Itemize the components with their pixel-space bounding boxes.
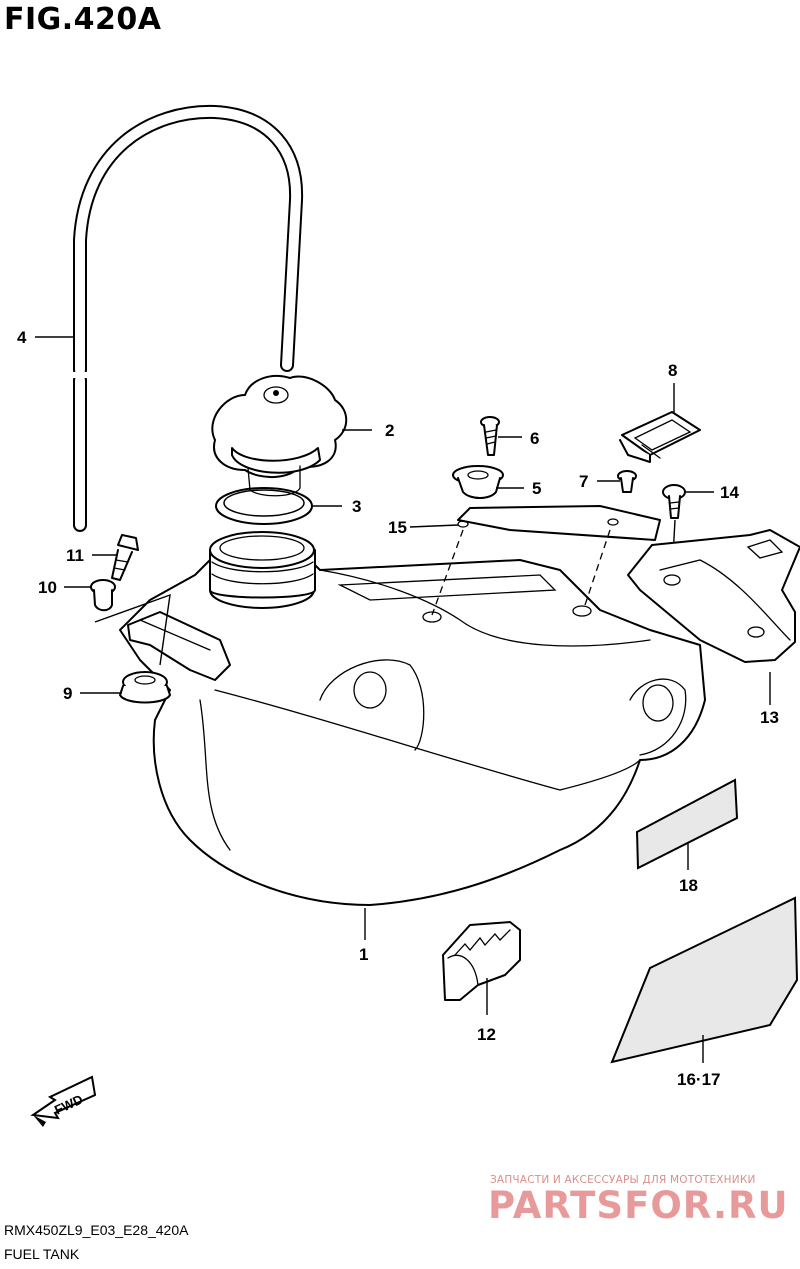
forward-direction-badge: FWD — [30, 1075, 97, 1127]
bolt-part-11[interactable] — [111, 534, 139, 581]
callout-3: 3 — [352, 497, 361, 516]
plate-part-15[interactable] — [457, 505, 661, 541]
callout-14: 14 — [720, 483, 739, 502]
pad-part-16-17[interactable] — [610, 896, 799, 1064]
screw-part-6[interactable] — [480, 416, 500, 456]
fuel-cap-part-2[interactable] — [211, 375, 348, 497]
assembly-line-15-right — [584, 529, 611, 606]
callout-6: 6 — [530, 429, 539, 448]
collar-part-10[interactable] — [90, 579, 116, 612]
figure-title: FIG.420A — [4, 2, 162, 37]
breather-hose-part-4[interactable] — [70, 104, 304, 532]
assembly-line-10 — [94, 593, 171, 666]
mount-hole-right — [572, 605, 592, 617]
callout-5: 5 — [532, 479, 541, 498]
watermark-tagline: ЗАПЧАСТИ И АКСЕССУАРЫ ДЛЯ МОТОТЕХНИКИ — [490, 1174, 756, 1186]
damper-part-12[interactable] — [442, 921, 521, 1001]
label-part-18[interactable] — [635, 778, 739, 870]
callout-4: 4 — [17, 328, 27, 347]
leader-15 — [409, 524, 459, 528]
strap-clip-part-8[interactable] — [619, 411, 701, 463]
callout-13: 13 — [760, 708, 779, 727]
o-ring-part-3[interactable] — [215, 487, 313, 525]
callout-16-17: 16·17 — [677, 1070, 720, 1089]
model-code: RMX450ZL9_E03_E28_420A — [4, 1222, 189, 1238]
screw-part-14[interactable] — [662, 484, 686, 519]
grommet-part-9[interactable] — [119, 671, 171, 704]
callout-2: 2 — [385, 421, 394, 440]
section-caption: FUEL TANK — [4, 1246, 80, 1262]
callout-11: 11 — [66, 546, 84, 565]
callout-8: 8 — [668, 361, 677, 380]
callout-10: 10 — [38, 578, 57, 597]
fuel-tank-part-1[interactable] — [119, 531, 706, 906]
screw-part-7[interactable] — [617, 470, 637, 493]
callout-1: 1 — [359, 945, 368, 964]
callout-15: 15 — [388, 518, 407, 537]
callout-18: 18 — [679, 876, 698, 895]
callout-9: 9 — [63, 684, 72, 703]
watermark-brand: PARTSFOR.RU — [488, 1184, 789, 1227]
mount-hole-left — [422, 611, 442, 623]
bracket-part-13[interactable] — [627, 529, 800, 663]
assembly-line-15-left — [431, 529, 464, 616]
callout-7: 7 — [579, 472, 588, 491]
cushion-part-5[interactable] — [452, 465, 504, 499]
callout-12: 12 — [477, 1025, 496, 1044]
